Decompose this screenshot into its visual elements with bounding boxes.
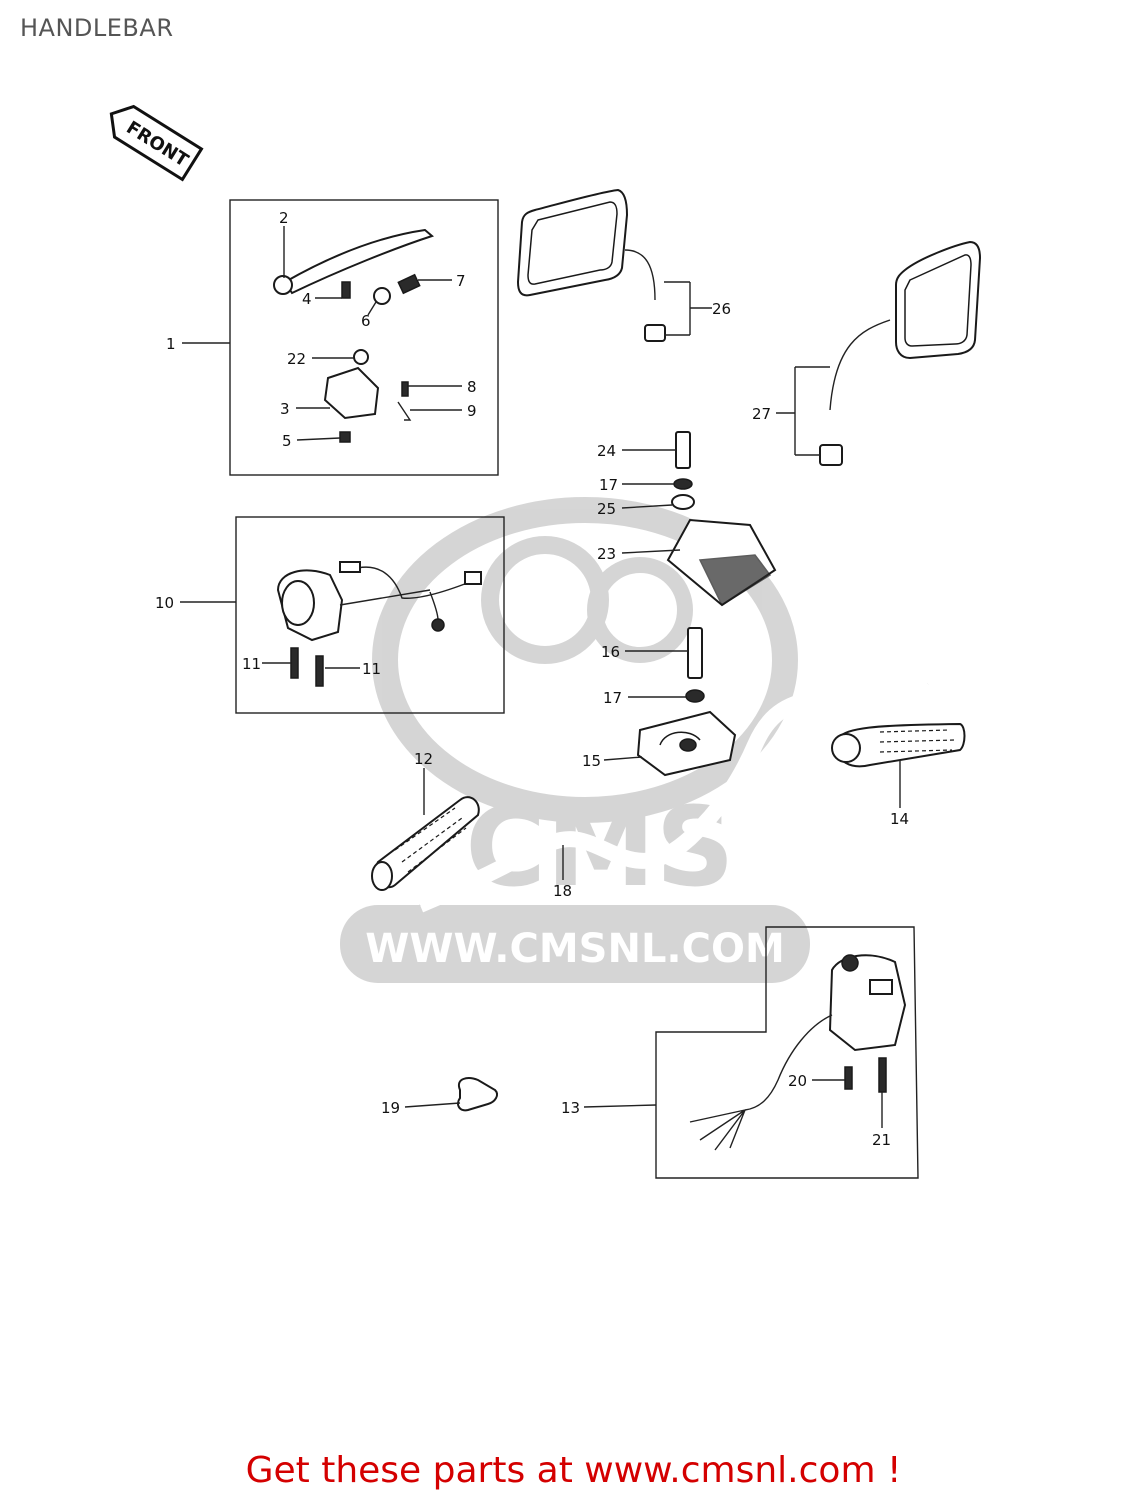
callout-17b: 17 bbox=[603, 689, 622, 707]
bolt-part bbox=[687, 627, 703, 679]
washer-part bbox=[673, 478, 693, 490]
screw-part bbox=[401, 381, 409, 397]
washer-part bbox=[685, 689, 705, 703]
screw-part bbox=[397, 273, 421, 295]
callout-27: 27 bbox=[752, 405, 771, 423]
front-arrow-icon: FRONT bbox=[109, 104, 204, 182]
cable-clip-part bbox=[457, 1077, 498, 1112]
callout-12: 12 bbox=[414, 750, 433, 768]
callout-25: 25 bbox=[597, 500, 616, 518]
bolt-part bbox=[675, 431, 691, 469]
callout-3: 3 bbox=[280, 400, 290, 418]
callout-7: 7 bbox=[456, 272, 466, 290]
watermark-url: WWW.CMSNL.COM bbox=[365, 926, 785, 972]
callout-5: 5 bbox=[282, 432, 292, 450]
callout-18: 18 bbox=[553, 882, 572, 900]
callout-10: 10 bbox=[155, 594, 174, 612]
lever-bracket-part bbox=[323, 366, 380, 420]
screw-part bbox=[878, 1057, 887, 1093]
holder-part bbox=[666, 518, 777, 607]
group-box-switch bbox=[235, 516, 505, 714]
washer-part bbox=[671, 494, 695, 510]
grip-left-part bbox=[371, 796, 480, 891]
callout-24: 24 bbox=[597, 442, 616, 460]
mirror-right-part bbox=[819, 240, 982, 466]
lever-part bbox=[273, 228, 435, 295]
pivot-cap-part bbox=[353, 349, 369, 365]
footer-cta-link[interactable]: Get these parts at www.cmsnl.com ! bbox=[245, 1450, 902, 1491]
grip-right-part bbox=[831, 722, 966, 768]
callout-9: 9 bbox=[467, 402, 477, 420]
group-box-right-switch bbox=[655, 926, 919, 1179]
callout-14: 14 bbox=[890, 810, 909, 828]
callout-20: 20 bbox=[788, 1072, 807, 1090]
callout-labels: 1 2 3 4 5 6 7 8 9 22 10 11 11 12 13 14 1… bbox=[155, 209, 909, 1149]
callout-16: 16 bbox=[601, 643, 620, 661]
bolt-part bbox=[341, 281, 351, 299]
clamp-part bbox=[636, 710, 737, 777]
pin-part bbox=[397, 401, 412, 421]
right-switch-part bbox=[689, 954, 907, 1151]
callout-13: 13 bbox=[561, 1099, 580, 1117]
handlebar-part bbox=[416, 676, 930, 913]
callout-17a: 17 bbox=[599, 476, 618, 494]
callout-6: 6 bbox=[361, 312, 371, 330]
mirror-left-part bbox=[516, 188, 666, 342]
washer-part bbox=[373, 287, 391, 305]
callout-23: 23 bbox=[597, 545, 616, 563]
leader-lines bbox=[180, 226, 901, 1128]
callout-1: 1 bbox=[166, 335, 176, 353]
screw-part bbox=[290, 647, 299, 679]
callout-11b: 11 bbox=[362, 660, 381, 678]
callout-11a: 11 bbox=[242, 655, 261, 673]
callout-8: 8 bbox=[467, 378, 477, 396]
group-box-lever bbox=[229, 199, 499, 476]
callout-26: 26 bbox=[712, 300, 731, 318]
callout-21: 21 bbox=[872, 1131, 891, 1149]
screw-part bbox=[315, 655, 324, 687]
callout-22: 22 bbox=[287, 350, 306, 368]
callout-19: 19 bbox=[381, 1099, 400, 1117]
screw-part bbox=[844, 1066, 853, 1090]
left-switch-part bbox=[276, 561, 482, 642]
callout-15: 15 bbox=[582, 752, 601, 770]
callout-2: 2 bbox=[279, 209, 289, 227]
page-title: HANDLEBAR bbox=[20, 14, 174, 42]
nut-part bbox=[339, 431, 351, 443]
callout-4: 4 bbox=[302, 290, 312, 308]
